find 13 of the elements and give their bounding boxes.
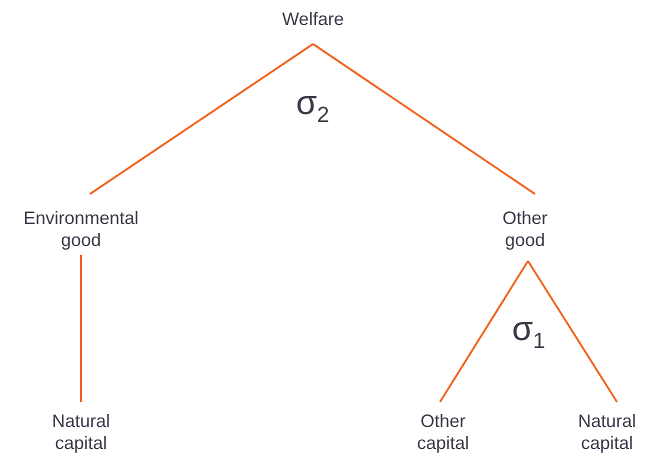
node-label: Welfare <box>268 6 358 44</box>
sigma-label: σ$_{2}$ <box>296 84 330 129</box>
sigma-label: σ$_{1}$ <box>512 310 546 355</box>
node-label: Natural capital <box>36 402 126 456</box>
connector-line <box>312 43 536 195</box>
node-label: Other capital <box>403 402 483 456</box>
node-label: Other good <box>485 194 565 261</box>
node-label: Natural capital <box>569 402 645 456</box>
connector-line <box>439 260 529 403</box>
connector-line <box>80 255 82 402</box>
node-label: Environmental good <box>6 194 156 255</box>
connector-line <box>89 43 314 195</box>
connector-line <box>527 260 618 403</box>
